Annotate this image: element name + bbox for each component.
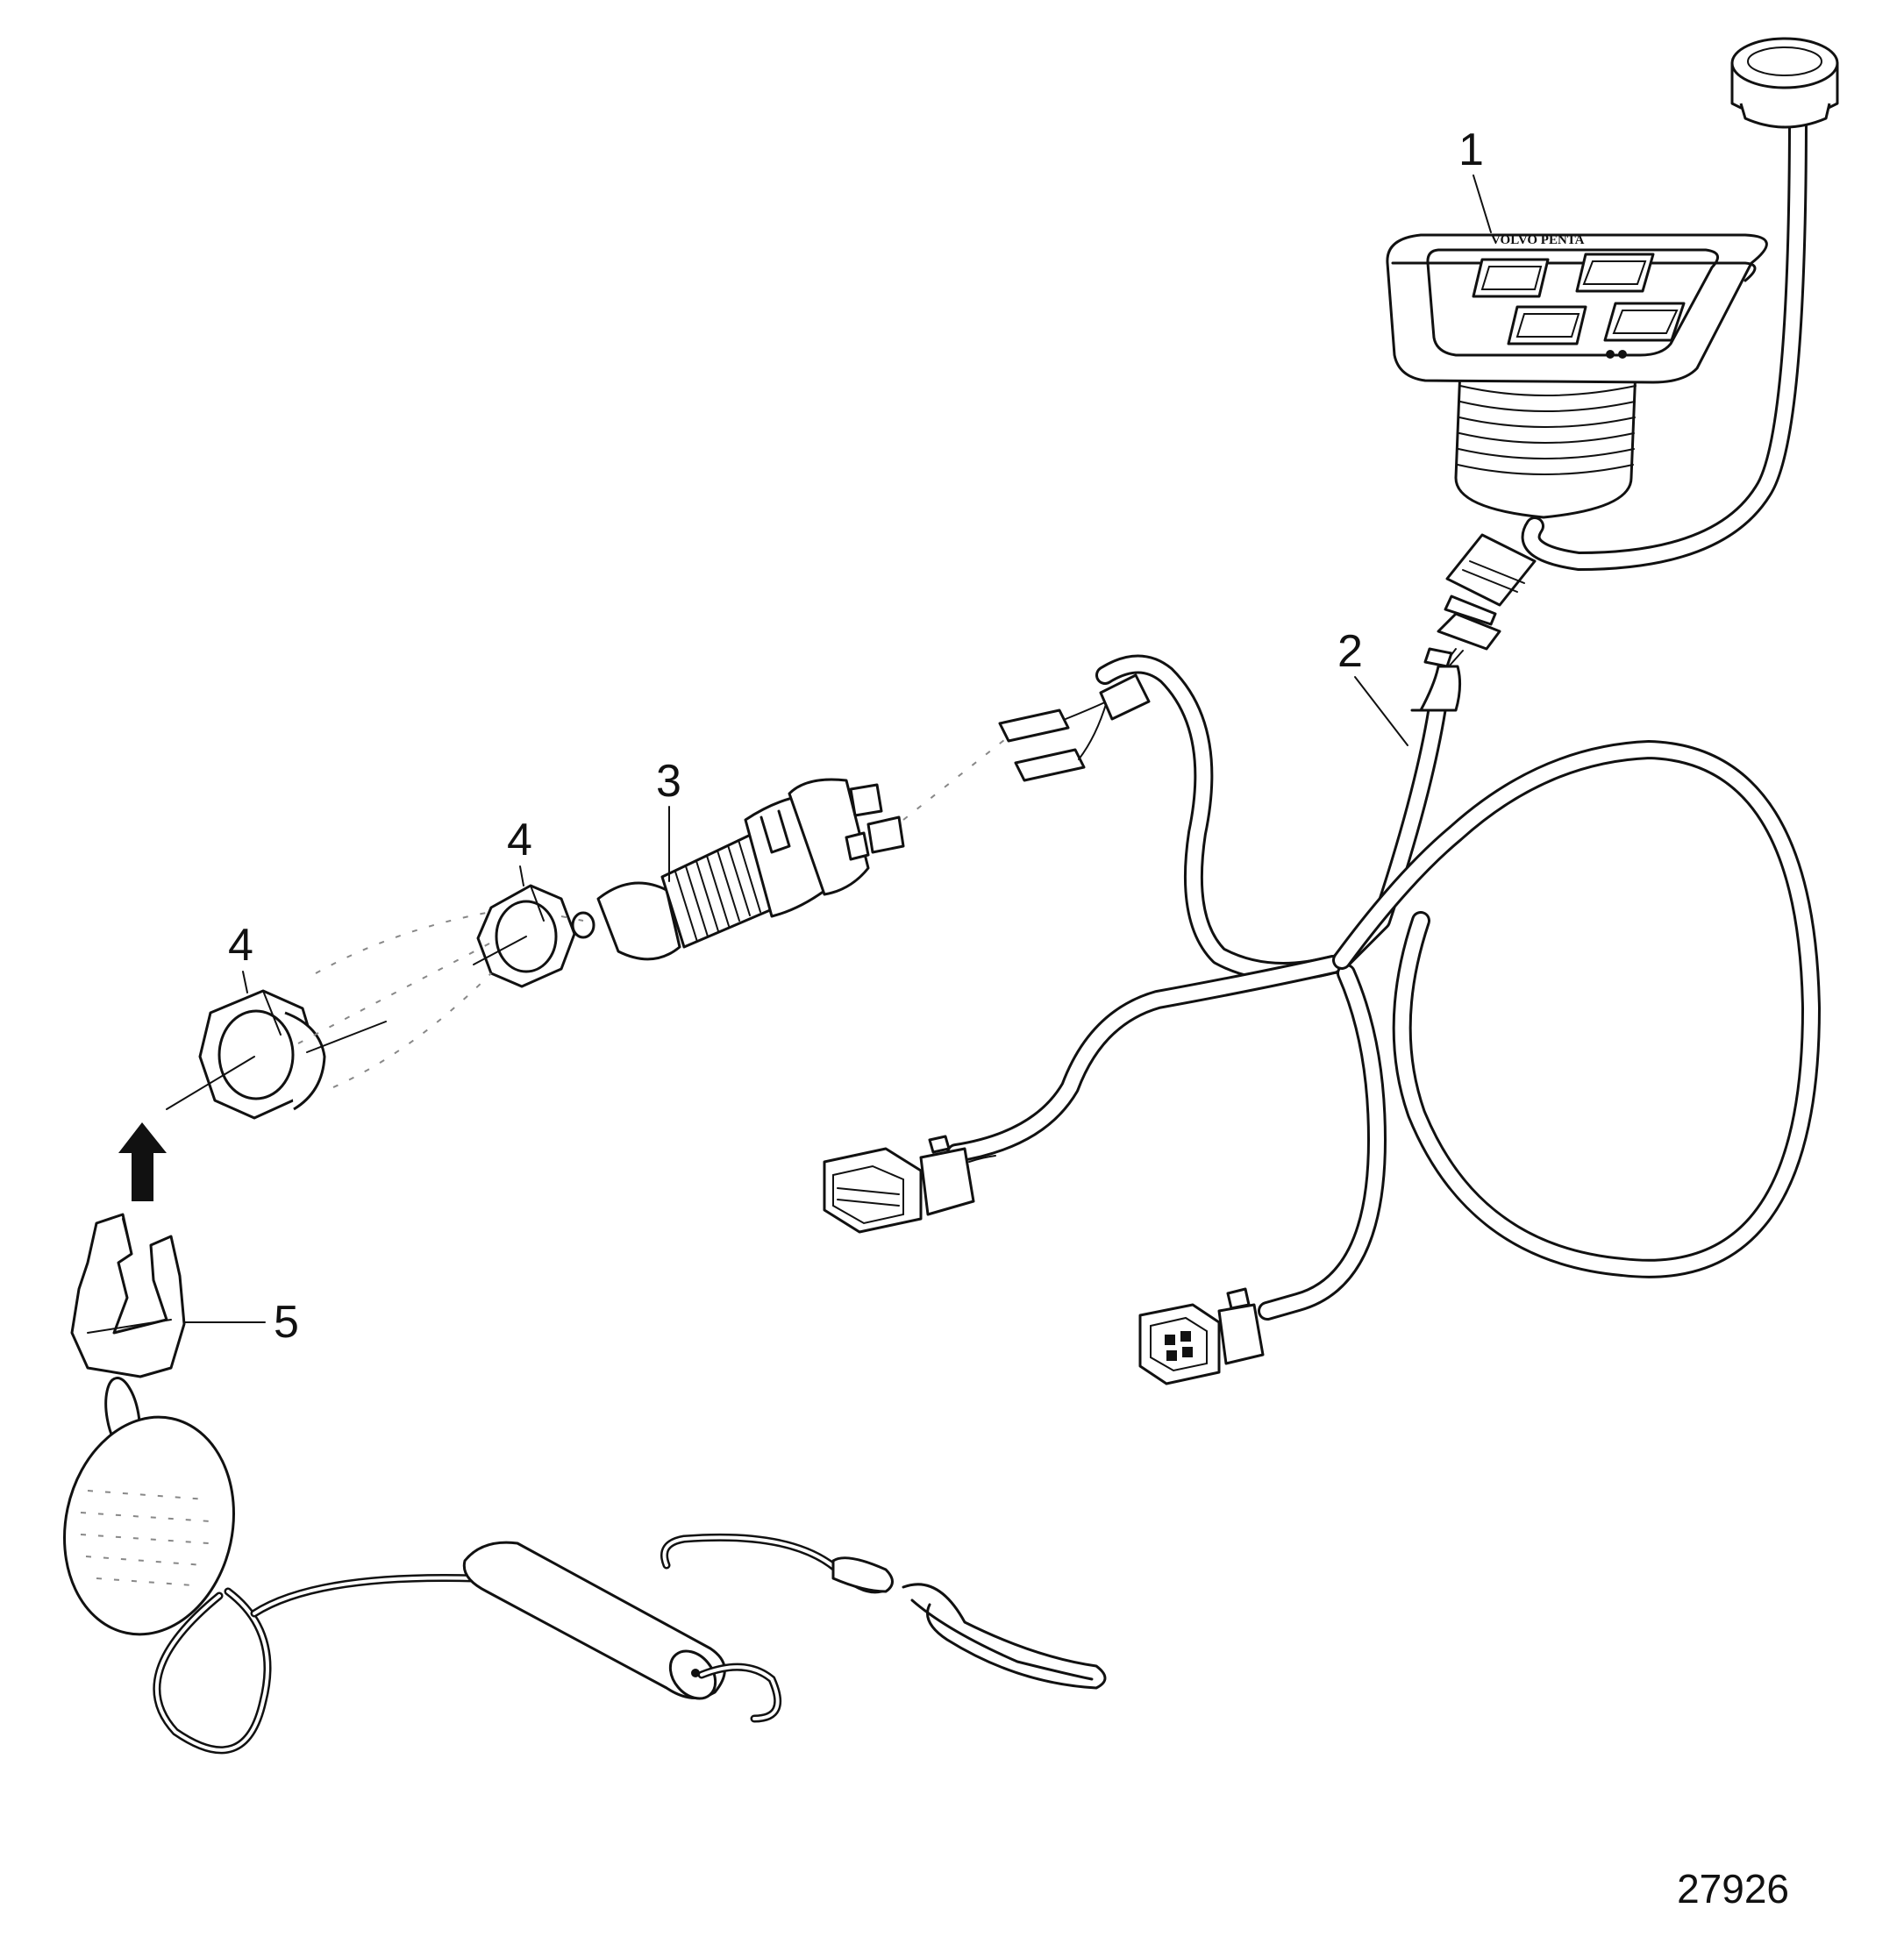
callout-5: 5 <box>183 1297 299 1348</box>
panel-button-top-left <box>1472 258 1550 298</box>
panel-button-top-right <box>1575 253 1655 293</box>
callout-3: 3 <box>656 756 681 882</box>
switch-terminal-tabs <box>845 783 905 861</box>
wiring-harness-part <box>823 533 1821 1385</box>
buzzer-part <box>1730 37 1839 129</box>
panel-button-bottom-right <box>1603 302 1686 342</box>
callout-label: 1 <box>1458 125 1484 175</box>
harness-switch-terminals <box>998 673 1151 782</box>
ignition-switch-part <box>571 778 905 961</box>
assembly-axis-lines <box>166 736 1009 1110</box>
panel-brand-label: VOLVO PENTA <box>1491 233 1585 247</box>
callout-4-upper: 4 <box>507 815 532 886</box>
panel-bezel-rim <box>1391 261 1757 282</box>
switch-plunger-tip <box>571 911 595 939</box>
lanyard-snap-hook <box>902 1583 1107 1690</box>
switch-housing <box>788 778 870 896</box>
panel-indicator-dot <box>1606 350 1615 359</box>
callout-label: 3 <box>656 756 681 807</box>
safety-key-part <box>63 1213 1107 1755</box>
harness-connector-b <box>1138 1287 1265 1385</box>
arrow-up-icon <box>118 1122 167 1201</box>
callout-1: 1 <box>1458 125 1492 233</box>
callout-label: 4 <box>507 815 532 865</box>
harness-sleeve <box>1410 665 1462 712</box>
harness-branch-connector-a <box>946 955 1343 1163</box>
panel-button-bottom-left <box>1507 305 1587 345</box>
panel-thread-lines <box>1457 385 1637 475</box>
safety-key-tag-lines <box>80 1490 211 1586</box>
control-panel-part: VOLVO PENTA <box>1386 37 1839 571</box>
panel-indicator-dot <box>1618 350 1627 359</box>
safety-key-tag <box>63 1415 235 1636</box>
harness-connector-a <box>823 1135 996 1234</box>
figure-number: 27926 <box>1677 1866 1789 1912</box>
callout-label: 5 <box>274 1297 299 1348</box>
panel-harness-connector <box>1423 533 1537 668</box>
harness-branch-switch <box>1095 654 1343 981</box>
hex-nut-lower-part <box>198 989 326 1120</box>
lanyard-float <box>462 1541 726 1699</box>
callout-label: 4 <box>228 920 253 971</box>
callout-label: 2 <box>1337 626 1363 677</box>
lanyard-crimp <box>831 1556 894 1593</box>
switch-clip <box>759 809 791 854</box>
callout-2: 2 <box>1337 626 1408 746</box>
switch-plunger <box>596 881 681 961</box>
panel-face <box>1426 248 1720 357</box>
switch-thread-lines <box>674 839 761 943</box>
callout-4-lower: 4 <box>228 920 253 993</box>
